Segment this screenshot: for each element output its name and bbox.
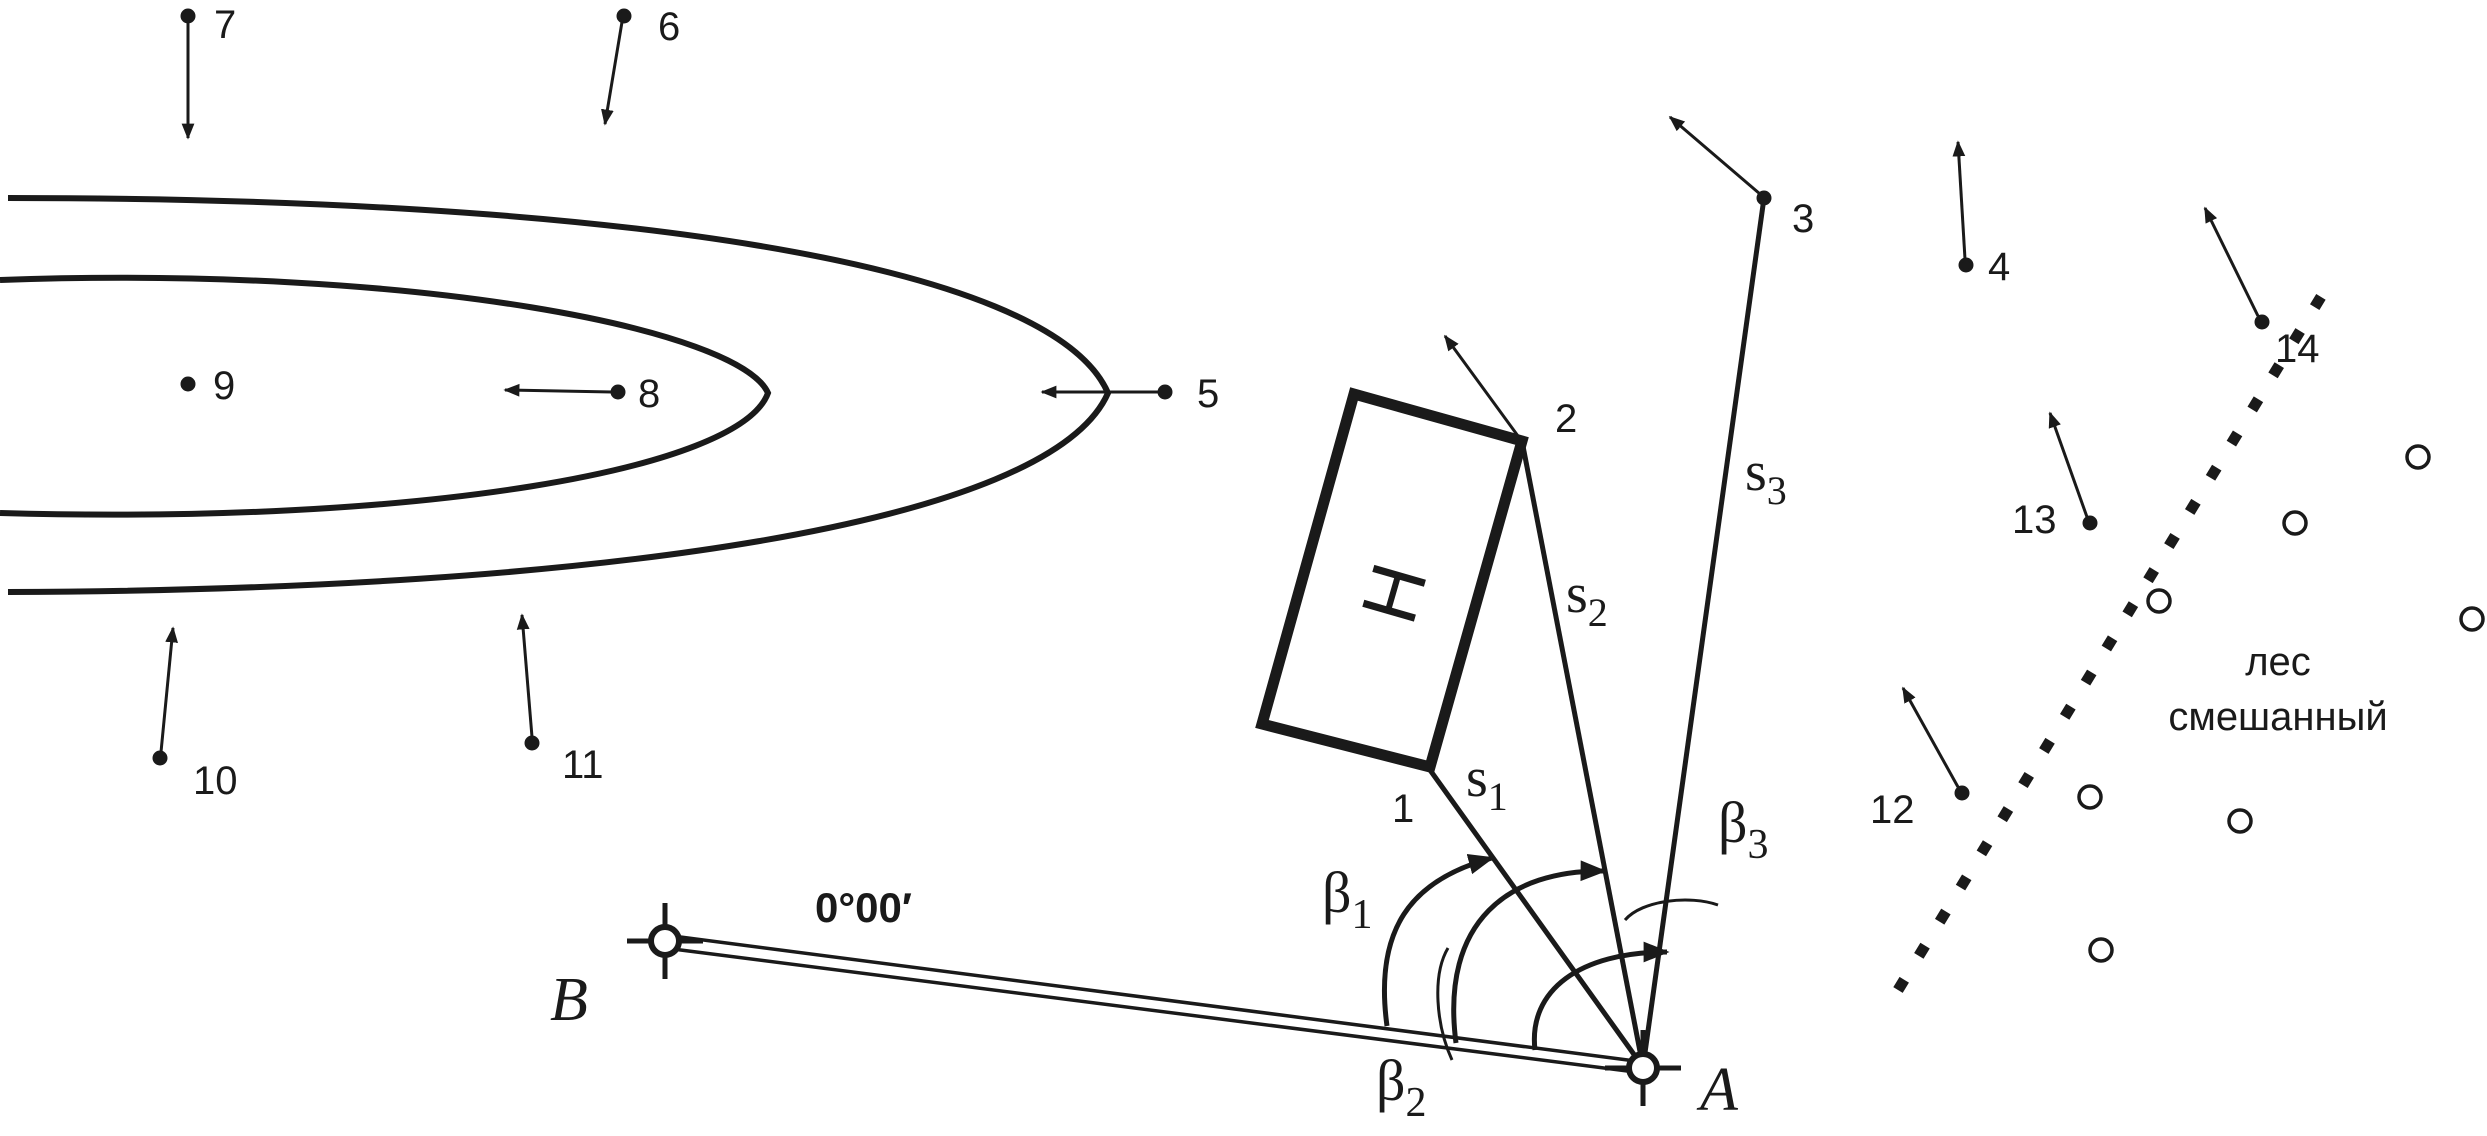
ray-s2 (1519, 440, 1646, 1068)
station-a-label: A (1696, 1056, 1739, 1124)
ray-s1 (1427, 768, 1646, 1069)
angle-arc-b2 (1451, 860, 1607, 1044)
distance-s1-label: s1 (1466, 747, 1508, 819)
distance-s1-base: s (1466, 747, 1488, 809)
distance-s2-label: s2 (1566, 563, 1608, 635)
label-point-9: 9 (213, 364, 235, 408)
contour-outer (7, 195, 1112, 595)
building (1255, 387, 1529, 774)
picket-4 (1952, 140, 1974, 273)
label-point-13: 13 (2012, 498, 2057, 542)
distance-s2-sub: 2 (1588, 590, 1608, 635)
label-point-6: 6 (658, 5, 680, 49)
label-point-4: 4 (1988, 245, 2010, 289)
angle-b2-label: β2 (1376, 1048, 1427, 1126)
contour-inner (0, 274, 772, 518)
distance-s2-base: s (1566, 563, 1588, 625)
angle-b3-label: β3 (1718, 790, 1769, 868)
distance-s3-label: s3 (1745, 441, 1787, 513)
label-point-14: 14 (2275, 327, 2320, 371)
angle-b3-base: β (1718, 790, 1748, 855)
base-direction-degrees: 0 (815, 884, 838, 931)
ray-s3 (1640, 197, 1767, 1068)
picket-5 (1040, 384, 1173, 400)
picket-11 (516, 613, 540, 751)
forest-symbols (2077, 444, 2485, 963)
station-b-marker (627, 903, 703, 979)
angle-b1-label: β1 (1322, 860, 1373, 938)
angle-arc-b3 (1531, 941, 1670, 1051)
angle-leader-b3 (1623, 898, 1719, 922)
angle-b1-base: β (1322, 860, 1352, 925)
angle-b2-sub: 2 (1406, 1080, 1427, 1126)
label-point-10: 10 (193, 759, 238, 803)
picket-14 (2203, 206, 2270, 330)
picket-12 (1901, 686, 1970, 801)
angle-arc-b1 (1381, 854, 1495, 1027)
distance-s1-sub: 1 (1488, 774, 1508, 819)
angle-leader-b2 (1436, 947, 1454, 1061)
angle-b3-sub: 3 (1748, 822, 1769, 868)
base-direction-label: 0°00′ (815, 884, 912, 931)
label-point-2: 2 (1555, 397, 1577, 441)
label-point-5: 5 (1197, 372, 1219, 416)
label-point-12: 12 (1870, 788, 1915, 832)
picket-2 (1443, 334, 1520, 437)
label-point-8: 8 (638, 372, 660, 416)
picket-3 (1668, 115, 1772, 206)
point-labels: 7 6 5 8 9 10 11 3 4 2 1 12 13 14 (193, 3, 2320, 832)
picket-10 (152, 626, 178, 766)
forest-boundary (1893, 279, 2335, 993)
angle-b1-sub: 1 (1352, 892, 1373, 938)
picket-9 (180, 376, 196, 392)
contour-lines (0, 195, 1112, 595)
survey-rays (1427, 197, 1767, 1069)
forest-label-line2: смешанный (2168, 695, 2387, 739)
label-point-11: 11 (562, 743, 604, 787)
picket-6 (601, 8, 632, 126)
station-a-marker (1605, 1030, 1681, 1106)
station-b-label: B (550, 966, 588, 1034)
angle-arcs (1381, 854, 1719, 1061)
forest-label-line1: лес (2245, 640, 2311, 684)
distance-s3-base: s (1745, 441, 1767, 503)
picket-points (152, 8, 2270, 801)
angle-b2-base: β (1376, 1048, 1406, 1113)
picket-8 (503, 383, 626, 400)
base-line (664, 933, 1644, 1075)
label-point-7: 7 (214, 3, 236, 47)
distance-s3-sub: 3 (1767, 468, 1787, 513)
base-direction-minutes: °00′ (838, 884, 912, 931)
label-point-1: 1 (1392, 787, 1414, 831)
label-point-3: 3 (1792, 197, 1814, 241)
picket-7 (180, 8, 196, 140)
picket-13 (2048, 411, 2098, 531)
